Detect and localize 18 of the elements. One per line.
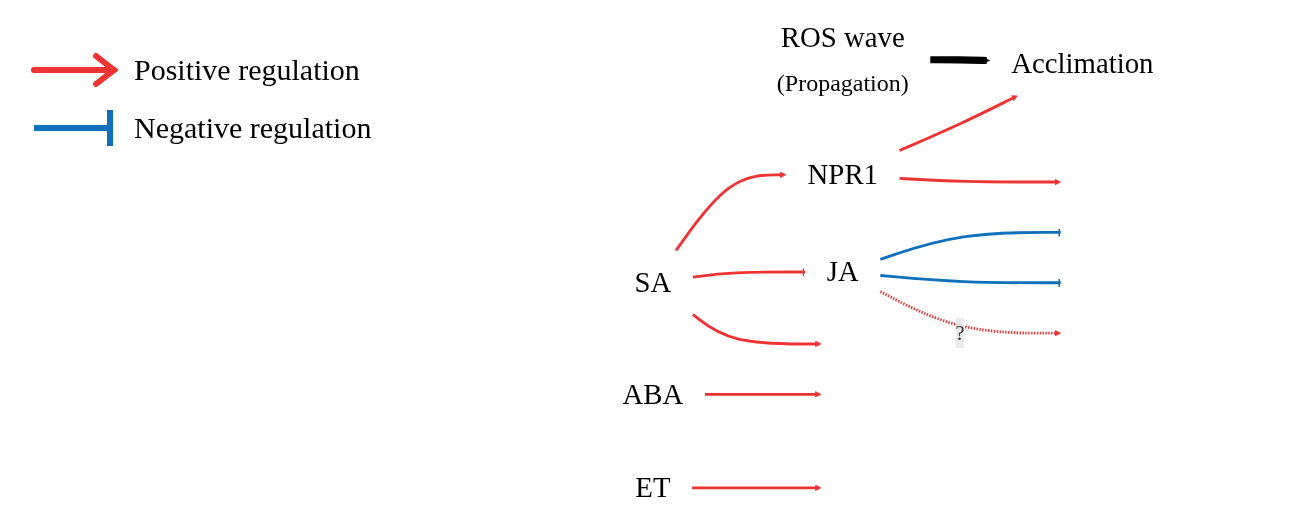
node-text: ET xyxy=(635,471,671,504)
node-text: ABA xyxy=(622,377,684,411)
regulation-arrow xyxy=(692,313,822,348)
legend-text: Positive regulation xyxy=(134,53,360,87)
node-text: NPR1 xyxy=(807,158,878,191)
regulation-arrow xyxy=(674,171,787,252)
regulation-arrow xyxy=(899,95,1018,152)
regulation-arrow xyxy=(692,484,822,492)
node-text: ROS wave xyxy=(780,21,905,54)
node-text: JA xyxy=(826,255,859,288)
edge-label: ? xyxy=(955,321,965,344)
node-label: (Propagation) xyxy=(776,69,909,96)
regulation-arrow xyxy=(899,176,1062,186)
regulation-arrow xyxy=(704,391,822,398)
node-text: SA xyxy=(634,266,672,299)
regulation-arrow xyxy=(879,290,1062,337)
legend-text: Negative regulation xyxy=(134,111,372,145)
node-text: Acclimation xyxy=(1011,46,1154,80)
